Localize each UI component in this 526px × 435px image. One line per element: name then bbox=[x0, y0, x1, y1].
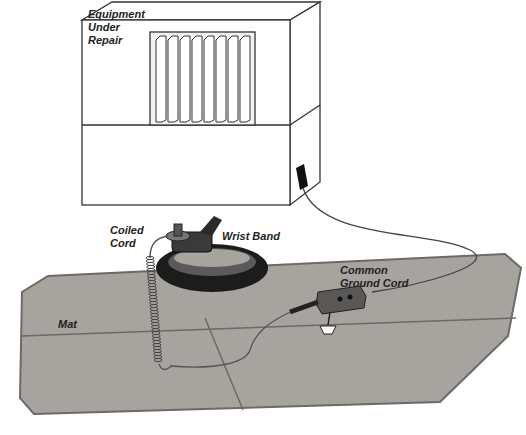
circuit-card bbox=[216, 36, 226, 122]
cord-wire bbox=[150, 236, 168, 258]
circuit-card bbox=[192, 36, 202, 122]
cord-wire bbox=[159, 364, 172, 370]
circuit-card bbox=[156, 36, 166, 122]
ground-plug bbox=[290, 302, 318, 312]
cord-wire bbox=[170, 312, 290, 367]
circuit-card bbox=[228, 36, 238, 122]
antistatic-mat bbox=[20, 254, 521, 414]
ground-junction-box bbox=[316, 286, 366, 334]
wrist-band-label: Wrist Band bbox=[222, 230, 302, 243]
coiled-cord-label: Coiled Cord bbox=[110, 224, 150, 250]
ground-clip bbox=[296, 164, 308, 190]
wrist-band bbox=[156, 216, 268, 292]
mat-seam bbox=[205, 318, 243, 410]
circuit-cards bbox=[156, 36, 250, 122]
ground-cord-label: Common Ground Cord bbox=[340, 264, 422, 290]
mat-label: Mat bbox=[58, 318, 98, 331]
circuit-card bbox=[204, 36, 214, 122]
equipment-label: Equipment Under Repair bbox=[88, 8, 146, 47]
coil-winding bbox=[154, 358, 162, 361]
circuit-card bbox=[180, 36, 190, 122]
equipment-box bbox=[82, 2, 320, 205]
ground-wire bbox=[303, 188, 477, 292]
coiled-cord bbox=[146, 256, 172, 369]
circuit-card bbox=[168, 36, 178, 122]
mat-seam bbox=[22, 318, 516, 336]
circuit-card bbox=[240, 36, 250, 122]
